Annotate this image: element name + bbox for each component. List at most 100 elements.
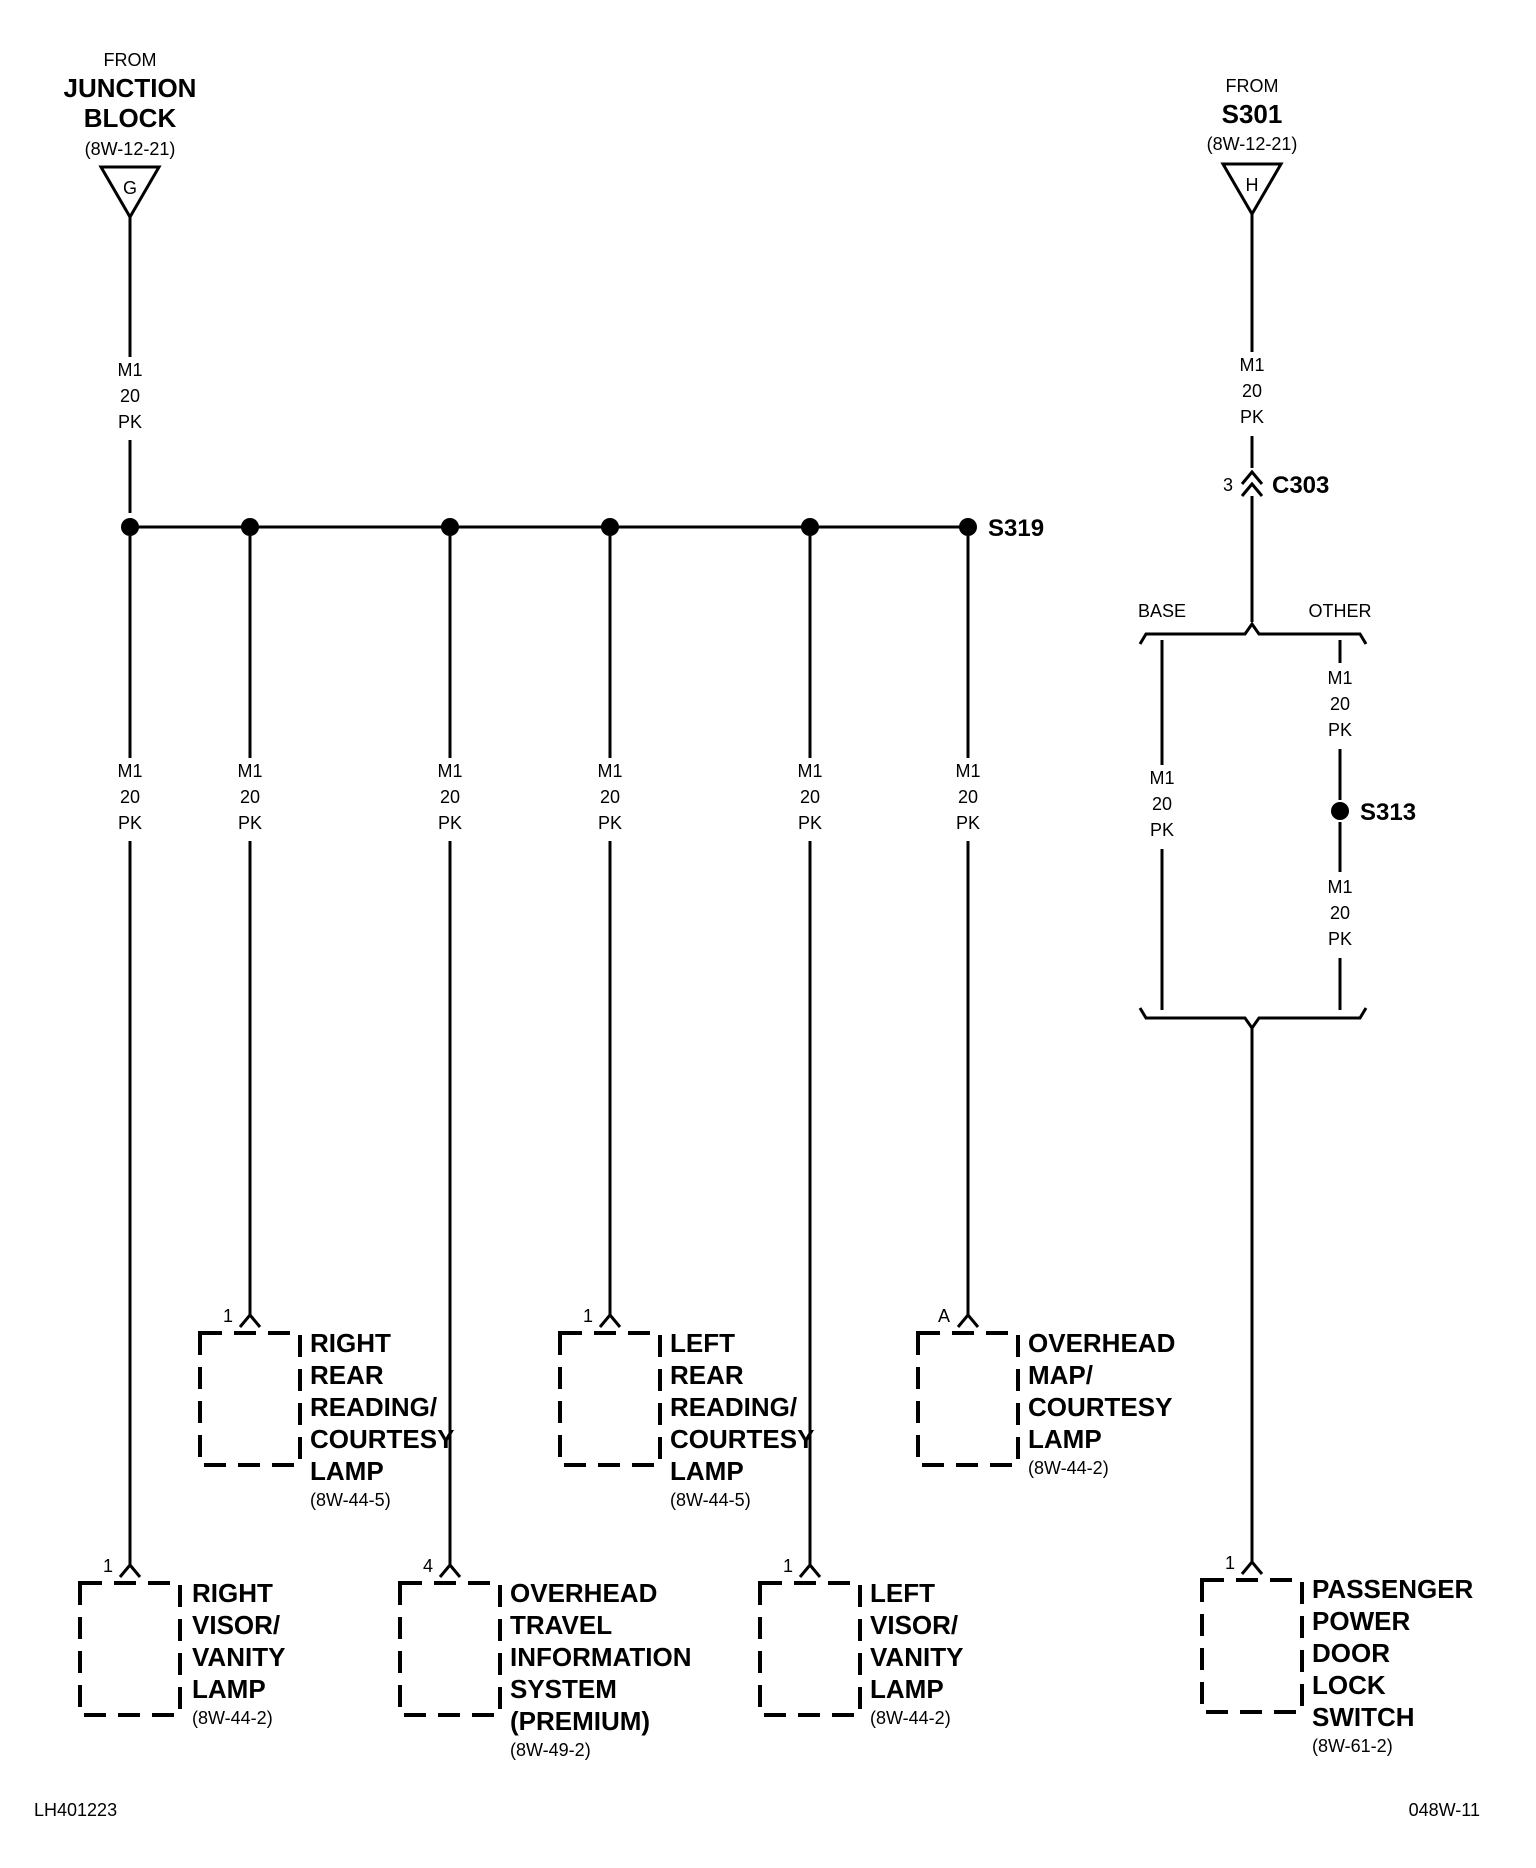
- svg-text:M1: M1: [1327, 668, 1352, 688]
- svg-text:SWITCH: SWITCH: [1312, 1702, 1415, 1732]
- svg-text:M1: M1: [237, 761, 262, 781]
- right-source-letter: H: [1246, 175, 1259, 195]
- svg-text:PK: PK: [1328, 720, 1352, 740]
- drop-2-wire-label: M1 20 PK: [237, 761, 262, 833]
- svg-text:LAMP: LAMP: [310, 1456, 384, 1486]
- splice-s319: [959, 518, 977, 536]
- option-brace-top: [1138, 621, 1368, 645]
- svg-text:LEFT: LEFT: [870, 1578, 935, 1608]
- svg-text:PK: PK: [1240, 407, 1264, 427]
- svg-text:M1: M1: [437, 761, 462, 781]
- svg-text:LAMP: LAMP: [1028, 1424, 1102, 1454]
- svg-text:LEFT: LEFT: [670, 1328, 735, 1358]
- drop-1-wire-label: M1 20 PK: [117, 761, 142, 833]
- svg-text:20: 20: [1330, 694, 1350, 714]
- svg-text:20: 20: [800, 787, 820, 807]
- right-feed-wire-label: M1 20 PK: [1239, 355, 1264, 427]
- svg-text:SYSTEM: SYSTEM: [510, 1674, 617, 1704]
- svg-text:COURTESY: COURTESY: [1028, 1392, 1172, 1422]
- right-source-name: S301: [1222, 99, 1283, 129]
- right-source-from: FROM: [1226, 76, 1279, 96]
- svg-text:20: 20: [958, 787, 978, 807]
- svg-text:PK: PK: [798, 813, 822, 833]
- drop-5-wire-label: M1 20 PK: [797, 761, 822, 833]
- svg-text:20: 20: [1152, 794, 1172, 814]
- svg-text:VISOR/: VISOR/: [192, 1610, 280, 1640]
- svg-text:PK: PK: [956, 813, 980, 833]
- svg-text:(8W-44-2): (8W-44-2): [192, 1708, 273, 1728]
- svg-text:20: 20: [1330, 903, 1350, 923]
- svg-text:M1: M1: [1327, 877, 1352, 897]
- svg-text:PK: PK: [1328, 929, 1352, 949]
- svg-text:REAR: REAR: [310, 1360, 384, 1390]
- svg-text:READING/: READING/: [310, 1392, 437, 1422]
- svg-text:PK: PK: [238, 813, 262, 833]
- bus-node-2: [241, 518, 259, 536]
- svg-text:OVERHEAD: OVERHEAD: [510, 1578, 657, 1608]
- bus-node-4: [601, 518, 619, 536]
- svg-text:VISOR/: VISOR/: [870, 1610, 958, 1640]
- svg-text:RIGHT: RIGHT: [192, 1578, 273, 1608]
- splice-s313-label: S313: [1360, 799, 1416, 826]
- component-passenger-power-door-lock-switch: 1 PASSENGER POWER DOOR LOCK SWITCH (8W-6…: [1200, 1553, 1474, 1756]
- option-base-label: BASE: [1138, 601, 1186, 621]
- svg-text:(8W-44-5): (8W-44-5): [670, 1490, 751, 1510]
- splice-s313: [1331, 802, 1349, 820]
- left-source-name-line1: JUNCTION: [64, 73, 197, 103]
- svg-text:PK: PK: [598, 813, 622, 833]
- right-source-triangle: [1220, 162, 1284, 217]
- other-wire-label-upper: M1 20 PK: [1327, 668, 1352, 740]
- component-left-rear-reading-lamp: 1 LEFT REAR READING/ COURTESY LAMP (8W-4…: [558, 1306, 814, 1510]
- svg-text:20: 20: [120, 386, 140, 406]
- component-right-visor-lamp: 1 RIGHT VISOR/ VANITY LAMP (8W-44-2): [78, 1556, 285, 1728]
- splice-s319-label: S319: [988, 515, 1044, 542]
- option-brace-bottom: [1138, 1007, 1368, 1031]
- svg-text:M1: M1: [797, 761, 822, 781]
- svg-text:POWER: POWER: [1312, 1606, 1410, 1636]
- svg-text:VANITY: VANITY: [870, 1642, 963, 1672]
- bus-node-5: [801, 518, 819, 536]
- svg-text:PASSENGER: PASSENGER: [1312, 1574, 1474, 1604]
- svg-text:(8W-61-2): (8W-61-2): [1312, 1736, 1393, 1756]
- svg-text:(8W-44-2): (8W-44-2): [870, 1708, 951, 1728]
- svg-text:M1: M1: [117, 360, 142, 380]
- connector-c303: 3 C303: [1223, 469, 1329, 499]
- svg-text:1: 1: [1225, 1553, 1235, 1573]
- svg-text:20: 20: [120, 787, 140, 807]
- left-source-ref: (8W-12-21): [85, 139, 176, 159]
- svg-text:TRAVEL: TRAVEL: [510, 1610, 612, 1640]
- svg-text:(8W-44-2): (8W-44-2): [1028, 1458, 1109, 1478]
- svg-text:1: 1: [223, 1306, 233, 1326]
- svg-text:PK: PK: [118, 412, 142, 432]
- svg-text:20: 20: [600, 787, 620, 807]
- svg-text:A: A: [938, 1306, 950, 1326]
- other-wire-label-lower: M1 20 PK: [1327, 877, 1352, 949]
- drop-6-wire-label: M1 20 PK: [955, 761, 980, 833]
- svg-text:OVERHEAD: OVERHEAD: [1028, 1328, 1175, 1358]
- bus-node-1: [121, 518, 139, 536]
- left-source-letter: G: [123, 178, 137, 198]
- drop-4-wire-label: M1 20 PK: [597, 761, 622, 833]
- svg-text:LOCK: LOCK: [1312, 1670, 1386, 1700]
- bus-node-3: [441, 518, 459, 536]
- svg-text:REAR: REAR: [670, 1360, 744, 1390]
- svg-text:PK: PK: [438, 813, 462, 833]
- svg-text:20: 20: [1242, 381, 1262, 401]
- left-source-from: FROM: [104, 50, 157, 70]
- footer-right-code: 048W-11: [1409, 1800, 1480, 1820]
- svg-text:MAP/: MAP/: [1028, 1360, 1093, 1390]
- svg-text:1: 1: [103, 1556, 113, 1576]
- svg-text:(PREMIUM): (PREMIUM): [510, 1706, 650, 1736]
- svg-text:20: 20: [440, 787, 460, 807]
- svg-text:3: 3: [1223, 475, 1233, 495]
- component-overhead-travel-information-system: 4 OVERHEAD TRAVEL INFORMATION SYSTEM (PR…: [398, 1556, 692, 1760]
- svg-text:1: 1: [783, 1556, 793, 1576]
- svg-text:20: 20: [240, 787, 260, 807]
- drop-3-wire-label: M1 20 PK: [437, 761, 462, 833]
- svg-text:4: 4: [423, 1556, 433, 1576]
- svg-text:LAMP: LAMP: [670, 1456, 744, 1486]
- svg-text:M1: M1: [117, 761, 142, 781]
- footer-left-code: LH401223: [34, 1800, 117, 1820]
- left-source-name-line2: BLOCK: [84, 103, 177, 133]
